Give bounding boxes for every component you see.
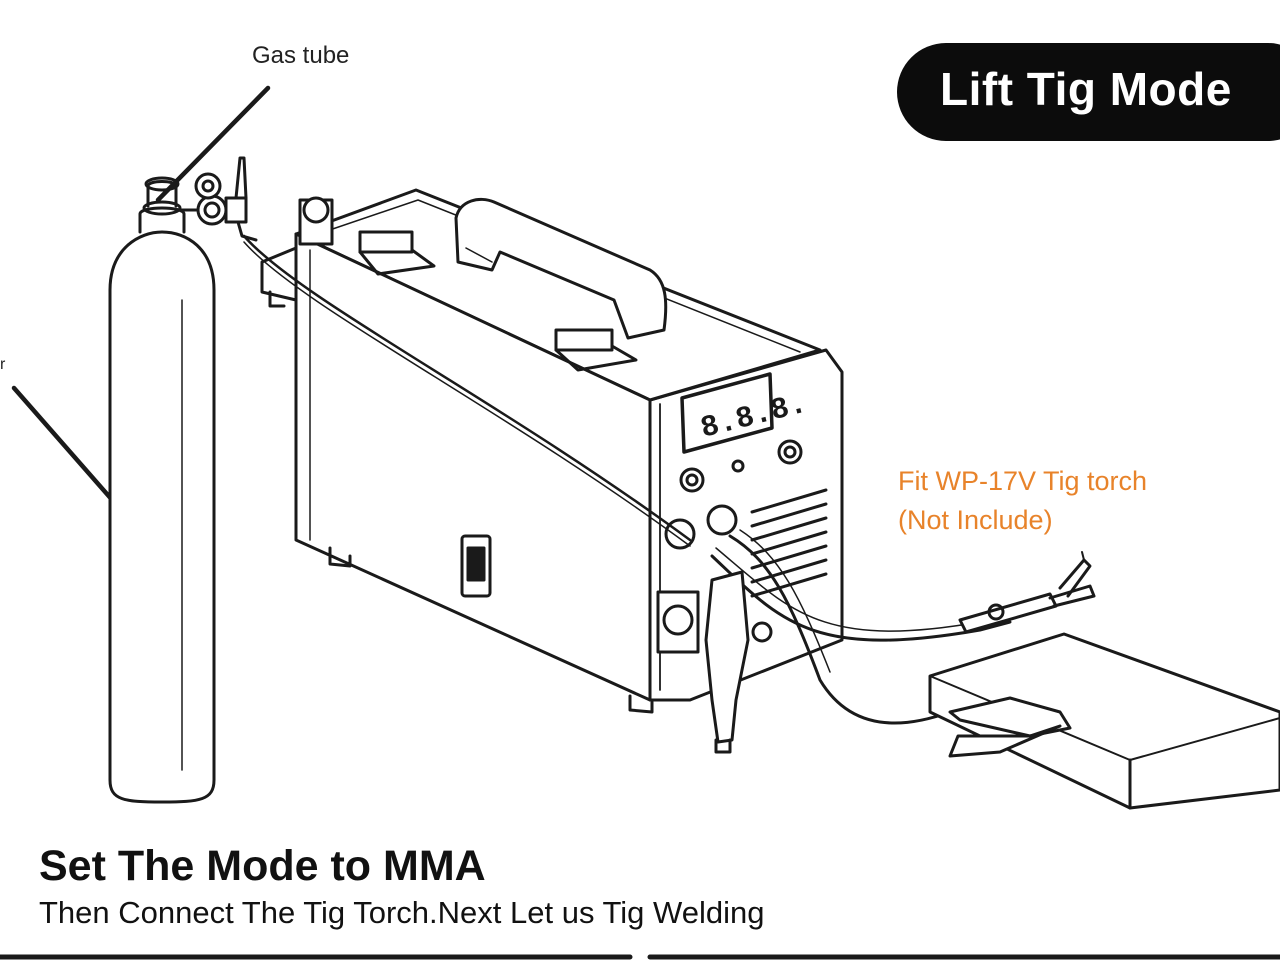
electrode-plug [704,570,750,754]
digital-display [680,372,774,454]
gas-cylinder [108,176,216,804]
carry-handle [358,197,668,372]
torch-note: Fit WP-17V Tig torch (Not Include) [898,462,1147,540]
cylinder-label-partial: r [0,356,6,373]
instruction-subheading: Then Connect The Tig Torch.Next Let us T… [39,895,765,930]
torch-note-line2: (Not Include) [898,505,1053,535]
gas-tube-label: Gas tube [252,42,350,69]
earth-clamp [948,696,1072,758]
mode-badge [897,43,1280,141]
mode-badge-label: Lift Tig Mode [940,63,1232,115]
tig-torch [958,551,1096,634]
torch-note-line1: Fit WP-17V Tig torch [898,466,1148,496]
gas-regulator [174,156,258,242]
instruction-heading: Set The Mode to MMA [39,842,486,890]
